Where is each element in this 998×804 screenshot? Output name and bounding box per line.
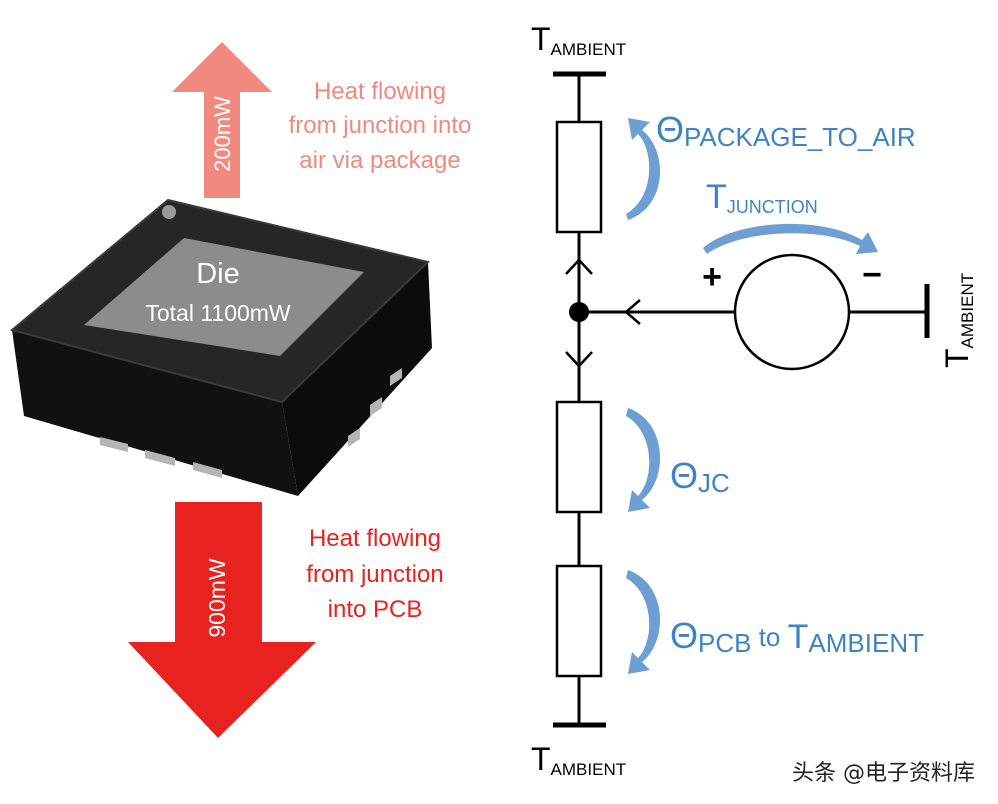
t-sub: AMBIENT — [958, 273, 977, 349]
t-sub: AMBIENT — [551, 40, 627, 59]
down-arrow-shape — [128, 502, 316, 738]
t-main: T — [531, 21, 551, 57]
flow-down-chevron — [565, 351, 593, 368]
up-arrow-caption: Heat flowing from junction into air via … — [289, 78, 472, 174]
resistor-pcb-to-ambient — [555, 564, 603, 678]
up-arrow-shape — [172, 42, 272, 198]
t-sub: AMBIENT — [551, 760, 627, 779]
theta-sub: PACKAGE_TO_AIR — [684, 122, 916, 152]
up-caption-line-1: Heat flowing — [314, 78, 446, 105]
t-ambient-top: TAMBIENT — [531, 21, 626, 59]
theta-symbol: Θ — [656, 109, 684, 150]
curved-arrow-jc — [626, 408, 661, 512]
theta-symbol: Θ — [670, 455, 698, 496]
down-caption-line-2: from junction — [306, 561, 443, 588]
front-pads — [100, 437, 222, 478]
pin1-marker — [162, 205, 176, 219]
theta-sub: PCB — [698, 628, 751, 658]
theta-pcb-to-ambient: ΘPCB to TAMBIENT — [670, 615, 924, 658]
source-plus: + — [702, 258, 722, 296]
theta-symbol: Θ — [670, 615, 698, 656]
junction-heat-source — [733, 253, 851, 371]
die-label: Die — [196, 258, 240, 290]
t-sub: JUNCTION — [727, 197, 818, 217]
chip-front-right-face — [282, 262, 432, 496]
to-word: to — [751, 622, 787, 652]
curved-arrow-pcb — [626, 570, 661, 674]
curved-arrow-package-to-air — [626, 118, 661, 220]
die-total-power: Total 1100mW — [145, 300, 291, 326]
down-arrow-caption: Heat flowing from junction into PCB — [306, 525, 443, 623]
theta-sub: JC — [698, 468, 730, 498]
pad — [370, 397, 382, 416]
t-junction-label: TJUNCTION — [706, 178, 818, 217]
flow-up-chevron — [565, 258, 593, 275]
chip-package: Die Total 1100mW — [9, 198, 432, 496]
down-arrow-power: 900mW — [204, 558, 230, 638]
die-area — [84, 238, 364, 356]
watermark: 头条 @电子资料库 — [792, 761, 975, 786]
t-ambient-bottom: TAMBIENT — [531, 741, 626, 779]
thermal-circuit — [553, 71, 930, 728]
pad — [100, 437, 128, 452]
theta-jc: ΘJC — [670, 455, 730, 498]
heat-up-arrow: 200mW — [172, 42, 272, 198]
resistor-package-to-air — [555, 120, 603, 234]
heat-down-arrow: 900mW — [128, 502, 316, 738]
pad — [390, 368, 402, 386]
up-caption-line-3: air via package — [299, 147, 460, 174]
pad — [193, 462, 222, 478]
curved-arrow-junction — [703, 223, 878, 254]
theta-package-to-air: ΘPACKAGE_TO_AIR — [656, 109, 916, 152]
right-pads — [348, 368, 402, 447]
pad — [348, 428, 360, 447]
flow-left-chevron — [624, 299, 641, 325]
t-sub: AMBIENT — [808, 628, 924, 658]
down-caption-line-3: into PCB — [328, 596, 423, 623]
t-main: T — [706, 178, 727, 216]
chip-front-left-face — [12, 330, 298, 496]
t-ambient-right: TAMBIENT — [939, 273, 977, 368]
t-main: T — [788, 618, 809, 656]
up-caption-line-2: from junction into — [289, 112, 472, 139]
curved-flow-arrows — [626, 118, 878, 674]
down-caption-line-1: Heat flowing — [309, 525, 441, 552]
resistor-jc — [555, 400, 603, 514]
pad — [145, 450, 175, 466]
t-main: T — [531, 741, 551, 777]
up-arrow-power: 200mW — [210, 96, 235, 172]
source-minus: − — [862, 256, 882, 294]
t-main: T — [939, 348, 975, 368]
